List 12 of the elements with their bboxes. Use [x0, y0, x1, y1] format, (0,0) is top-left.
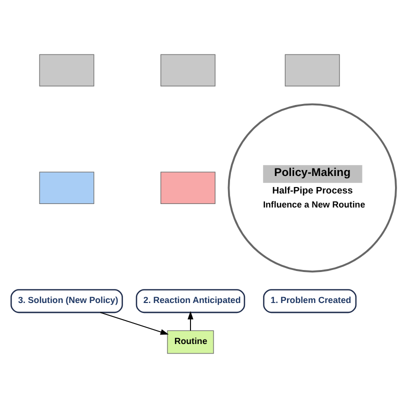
arrow	[100, 312, 169, 334]
node-box	[160, 171, 216, 204]
node-box	[160, 54, 216, 86]
node-box	[39, 54, 94, 86]
node-box: Routine	[167, 330, 214, 354]
node-box: 1. Problem Created	[263, 288, 357, 313]
node-circle: Policy-Making Half-Pipe Process Influence a New Routine	[228, 102, 397, 272]
node-box	[39, 171, 94, 204]
node-box: 3. Solution (New Policy)	[10, 288, 123, 313]
node-box: 2. Reaction Anticipated	[136, 288, 246, 313]
node-box	[284, 54, 340, 86]
arrow	[188, 310, 194, 331]
